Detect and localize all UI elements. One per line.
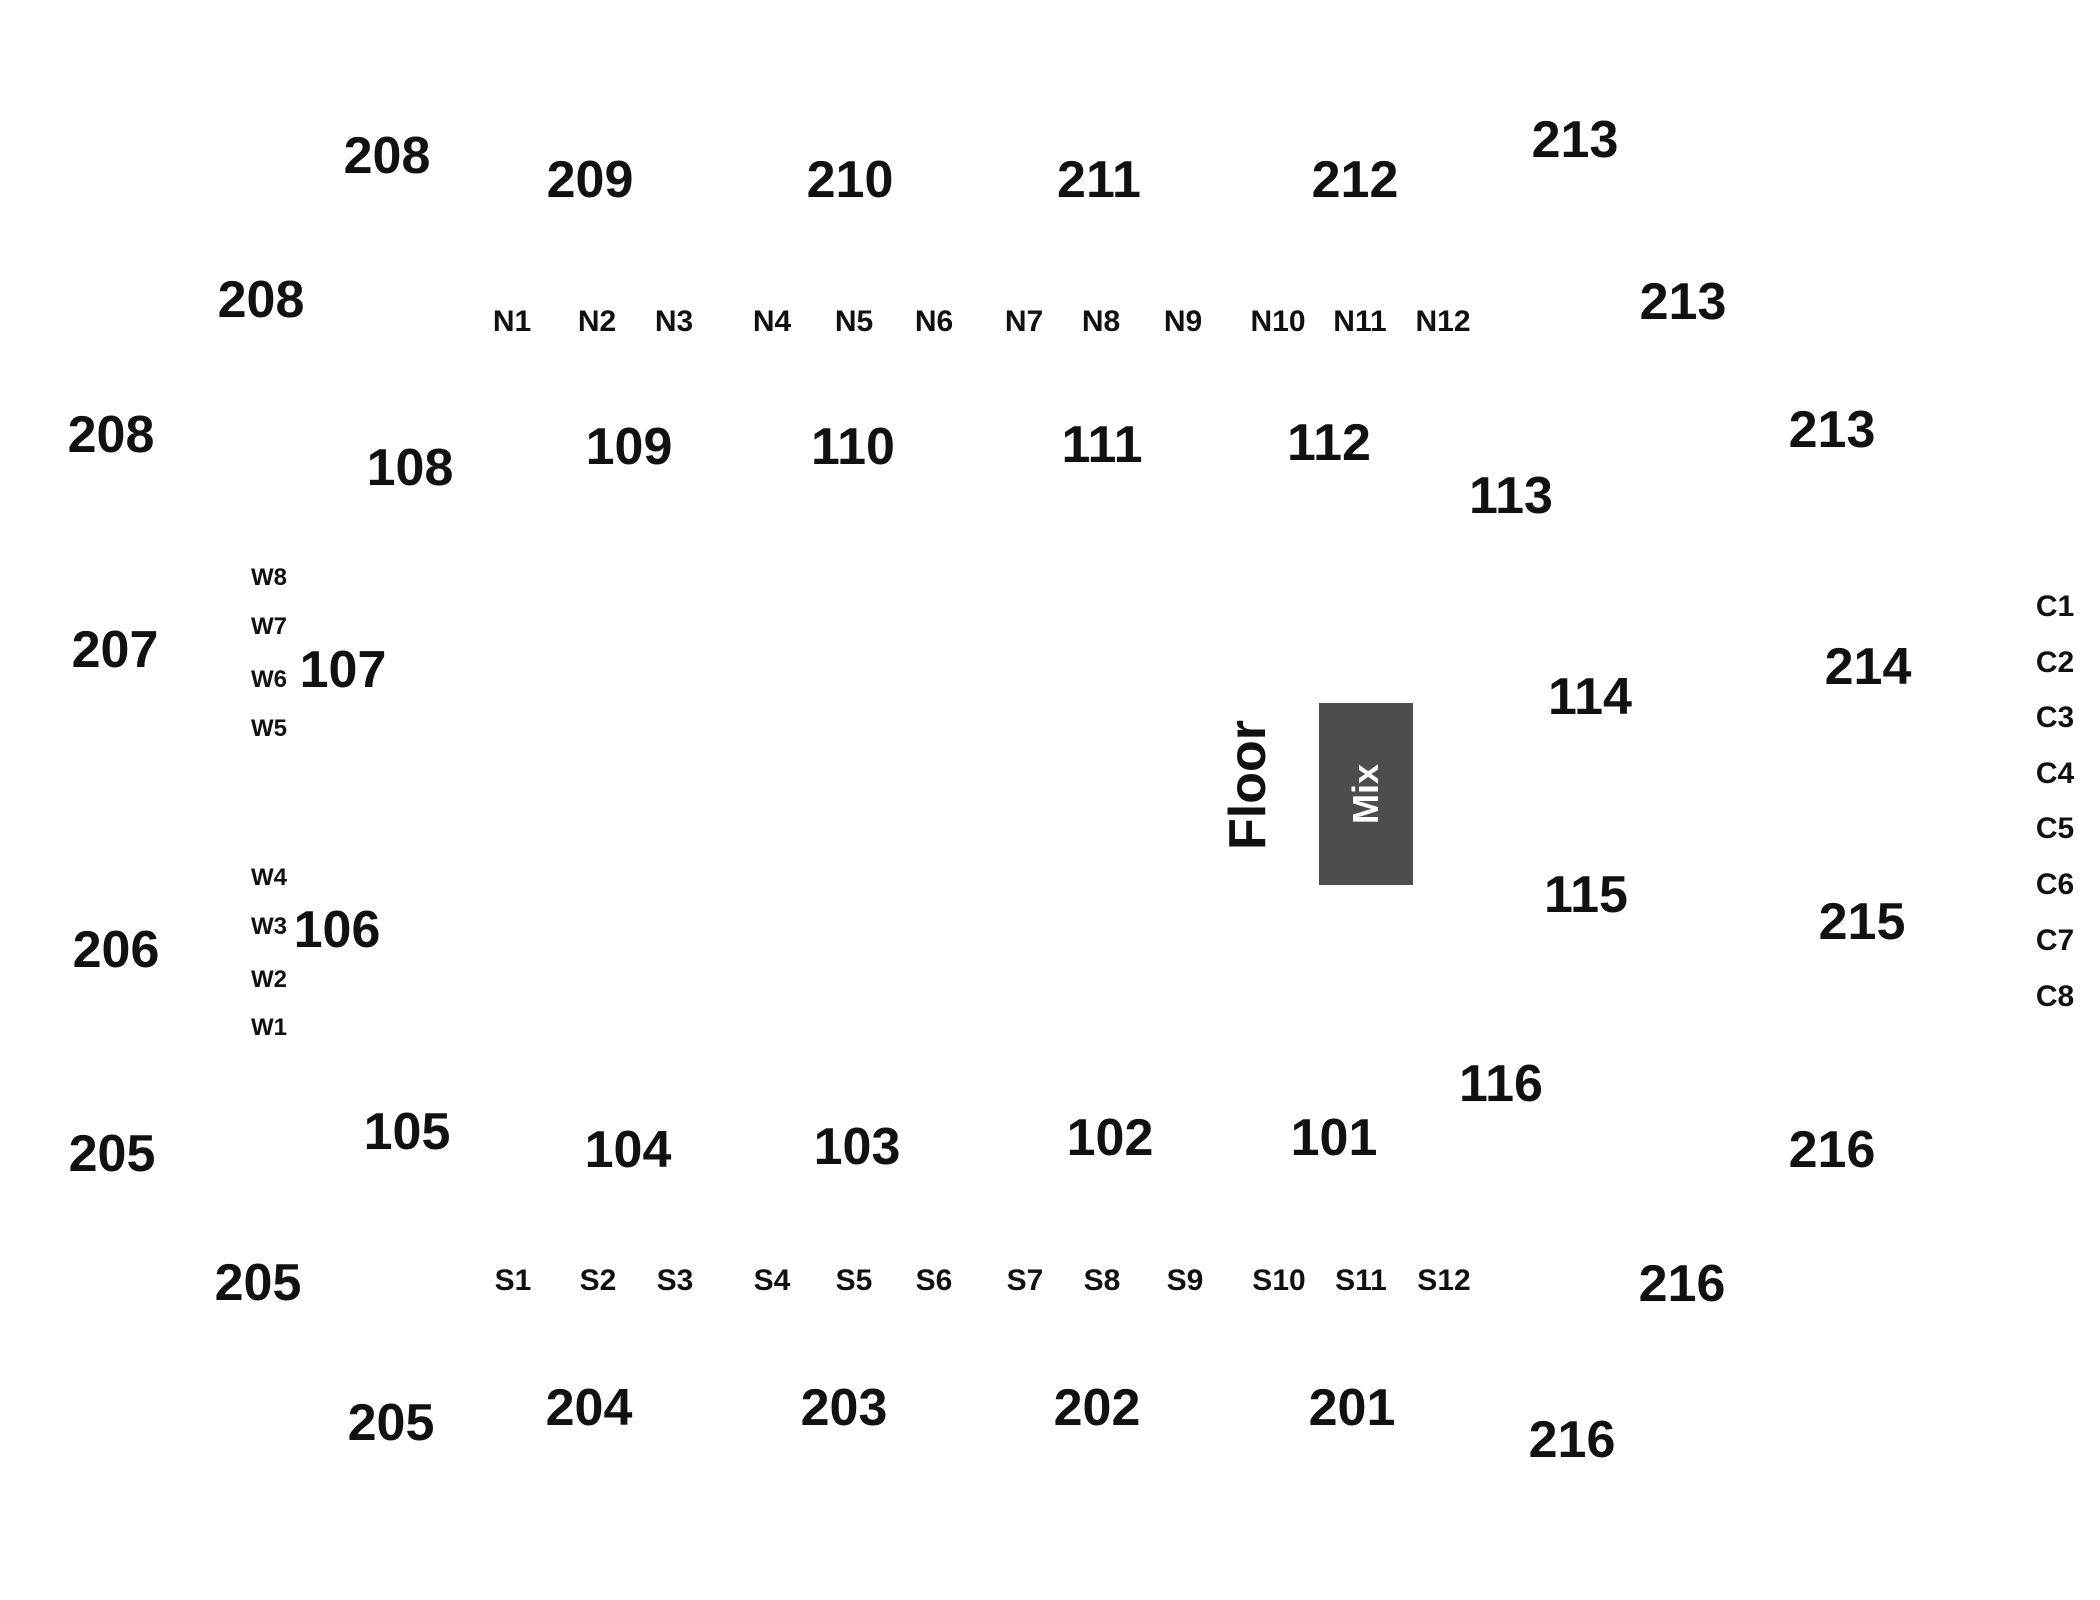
- box-n1-label[interactable]: N1: [492, 305, 532, 338]
- box-n4-label[interactable]: N4: [752, 305, 792, 338]
- box-s7-label[interactable]: S7: [1006, 1264, 1044, 1297]
- section-216-label[interactable]: 216: [1638, 1255, 1726, 1313]
- section-108-label[interactable]: 108: [366, 439, 454, 497]
- mix-position: Mix: [1319, 703, 1413, 885]
- section-206-label[interactable]: 206: [72, 921, 160, 979]
- box-c6-label[interactable]: C6: [2035, 868, 2075, 901]
- box-c7-label[interactable]: C7: [2035, 924, 2075, 957]
- section-213-label[interactable]: 213: [1639, 273, 1727, 331]
- box-s3-label[interactable]: S3: [656, 1264, 694, 1297]
- section-208-label[interactable]: 208: [343, 127, 431, 185]
- section-214-label[interactable]: 214: [1824, 638, 1912, 696]
- section-106-label[interactable]: 106: [293, 901, 381, 959]
- floor-label[interactable]: Floor: [1219, 720, 1277, 850]
- box-c5-label[interactable]: C5: [2035, 812, 2075, 845]
- section-216-label[interactable]: 216: [1528, 1411, 1616, 1469]
- section-111-label[interactable]: 111: [1061, 416, 1143, 474]
- section-215-label[interactable]: 215: [1818, 893, 1906, 951]
- box-s6-label[interactable]: S6: [915, 1264, 953, 1297]
- section-113-label[interactable]: 113: [1469, 467, 1553, 525]
- box-n10-label[interactable]: N10: [1250, 305, 1306, 338]
- box-n2-label[interactable]: N2: [577, 305, 617, 338]
- box-s12-label[interactable]: S12: [1417, 1264, 1471, 1297]
- box-n12-label[interactable]: N12: [1415, 305, 1471, 338]
- section-112-label[interactable]: 112: [1287, 414, 1371, 472]
- section-212-label[interactable]: 212: [1311, 151, 1399, 209]
- box-w1-label[interactable]: W1: [251, 1014, 287, 1041]
- box-c2-label[interactable]: C2: [2035, 646, 2075, 679]
- box-w7-label[interactable]: W7: [251, 613, 287, 640]
- section-204-label[interactable]: 204: [545, 1379, 633, 1437]
- box-s8-label[interactable]: S8: [1083, 1264, 1121, 1297]
- section-205-label[interactable]: 205: [214, 1254, 302, 1312]
- box-s4-label[interactable]: S4: [753, 1264, 791, 1297]
- section-115-label[interactable]: 115: [1544, 866, 1628, 924]
- box-c4-label[interactable]: C4: [2035, 757, 2075, 790]
- section-208-label[interactable]: 208: [217, 271, 305, 329]
- section-208-label[interactable]: 208: [67, 406, 155, 464]
- section-216-label[interactable]: 216: [1788, 1121, 1876, 1179]
- section-107-label[interactable]: 107: [299, 641, 387, 699]
- section-201-label[interactable]: 201: [1308, 1379, 1396, 1437]
- section-202-label[interactable]: 202: [1053, 1379, 1141, 1437]
- section-213-label[interactable]: 213: [1788, 401, 1876, 459]
- box-s5-label[interactable]: S5: [835, 1264, 873, 1297]
- section-210-label[interactable]: 210: [806, 151, 894, 209]
- box-n7-label[interactable]: N7: [1004, 305, 1044, 338]
- box-c8-label[interactable]: C8: [2035, 980, 2075, 1013]
- section-209-label[interactable]: 209: [546, 151, 634, 209]
- section-102-label[interactable]: 102: [1066, 1109, 1154, 1167]
- section-211-label[interactable]: 211: [1057, 151, 1141, 209]
- box-n3-label[interactable]: N3: [654, 305, 694, 338]
- section-114-label[interactable]: 114: [1548, 668, 1632, 726]
- box-s1-label[interactable]: S1: [494, 1264, 532, 1297]
- box-n5-label[interactable]: N5: [834, 305, 874, 338]
- box-c3-label[interactable]: C3: [2035, 701, 2075, 734]
- section-110-label[interactable]: 110: [811, 418, 895, 476]
- box-n9-label[interactable]: N9: [1163, 305, 1203, 338]
- section-205-label[interactable]: 205: [68, 1125, 156, 1183]
- box-c1-label[interactable]: C1: [2035, 590, 2075, 623]
- box-w6-label[interactable]: W6: [251, 666, 287, 693]
- section-101-label[interactable]: 101: [1290, 1109, 1378, 1167]
- box-w5-label[interactable]: W5: [251, 715, 287, 742]
- section-207-label[interactable]: 207: [71, 621, 159, 679]
- section-116-label[interactable]: 116: [1459, 1055, 1543, 1113]
- section-205-label[interactable]: 205: [347, 1394, 435, 1452]
- box-s2-label[interactable]: S2: [579, 1264, 617, 1297]
- section-203-label[interactable]: 203: [800, 1379, 888, 1437]
- section-105-label[interactable]: 105: [363, 1103, 451, 1161]
- section-103-label[interactable]: 103: [813, 1118, 901, 1176]
- box-n11-label[interactable]: N11: [1333, 305, 1387, 338]
- section-104-label[interactable]: 104: [584, 1121, 672, 1179]
- section-109-label[interactable]: 109: [585, 418, 673, 476]
- box-s9-label[interactable]: S9: [1166, 1264, 1204, 1297]
- box-s11-label[interactable]: S11: [1335, 1264, 1387, 1297]
- box-w3-label[interactable]: W3: [251, 913, 287, 940]
- mix-label: Mix: [1345, 763, 1386, 825]
- box-s10-label[interactable]: S10: [1252, 1264, 1306, 1297]
- section-213-label[interactable]: 213: [1531, 111, 1619, 169]
- box-w4-label[interactable]: W4: [251, 864, 287, 891]
- box-n8-label[interactable]: N8: [1081, 305, 1121, 338]
- box-n6-label[interactable]: N6: [914, 305, 954, 338]
- box-w2-label[interactable]: W2: [251, 966, 287, 993]
- box-w8-label[interactable]: W8: [251, 564, 287, 591]
